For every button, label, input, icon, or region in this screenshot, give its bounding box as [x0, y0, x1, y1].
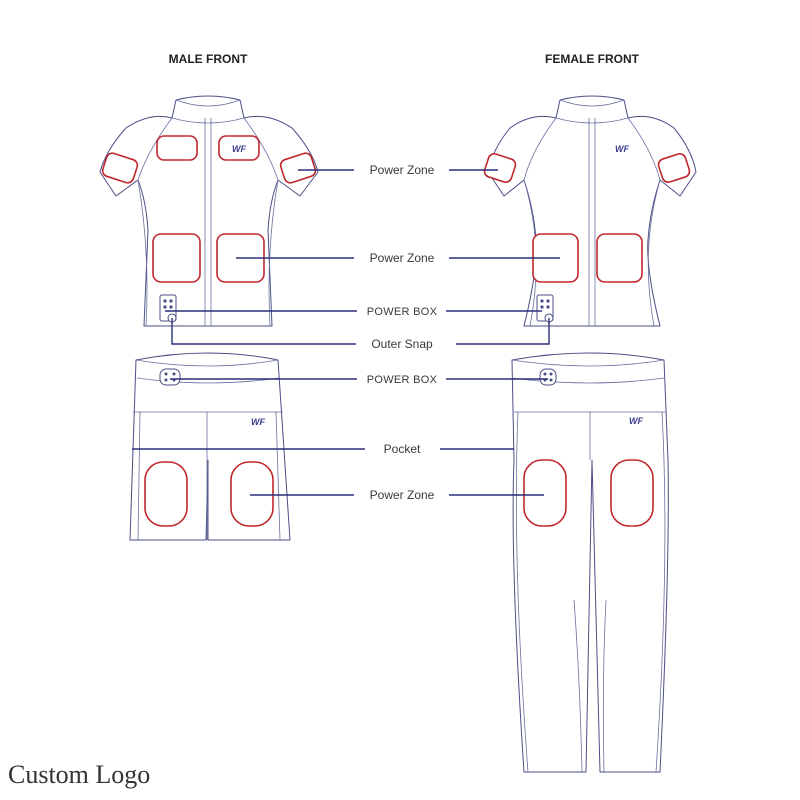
male-right-thigh-power-zone — [230, 461, 274, 527]
male-right-sleeve-power-zone — [279, 152, 317, 184]
male-shorts: WF — [129, 352, 291, 541]
female-leggings-brand-logo: WF — [629, 416, 643, 426]
female-leggings: WF — [511, 352, 669, 773]
male-front-heading: MALE FRONT — [169, 52, 248, 66]
callout-power-box-top: POWER BOX — [367, 306, 438, 318]
callout-power-box-bottom: POWER BOX — [367, 374, 438, 386]
female-left-sleeve-power-zone — [483, 153, 517, 183]
female-leggings-power-box — [539, 368, 557, 386]
female-top-brand-logo: WF — [615, 144, 629, 154]
male-top: WF — [99, 95, 319, 327]
female-right-sleeve-power-zone — [657, 153, 691, 183]
custom-logo-caption: Custom Logo — [8, 760, 151, 789]
callout-pocket: Pocket — [384, 442, 421, 456]
male-top-brand-logo: WF — [232, 144, 246, 154]
male-shorts-brand-logo: WF — [251, 417, 265, 427]
male-left-abdomen-power-zone — [152, 233, 201, 283]
callout-power-zone-torso: Power Zone — [370, 251, 435, 265]
callout-power-zone-sleeve: Power Zone — [370, 163, 435, 177]
male-left-thigh-power-zone — [144, 461, 188, 527]
male-right-chest-power-zone — [218, 135, 260, 161]
female-front-heading: FEMALE FRONT — [545, 52, 640, 66]
callout-outer-snap: Outer Snap — [371, 337, 433, 351]
female-left-thigh-power-zone — [523, 459, 567, 527]
female-top: WF — [483, 95, 697, 327]
male-shorts-power-box — [159, 368, 181, 386]
male-left-sleeve-power-zone — [101, 152, 139, 184]
leader-lines — [132, 169, 560, 496]
female-right-abdomen-power-zone — [596, 233, 643, 283]
callout-power-zone-leg: Power Zone — [370, 488, 435, 502]
male-left-chest-power-zone — [156, 135, 198, 161]
female-right-thigh-power-zone — [610, 459, 654, 527]
